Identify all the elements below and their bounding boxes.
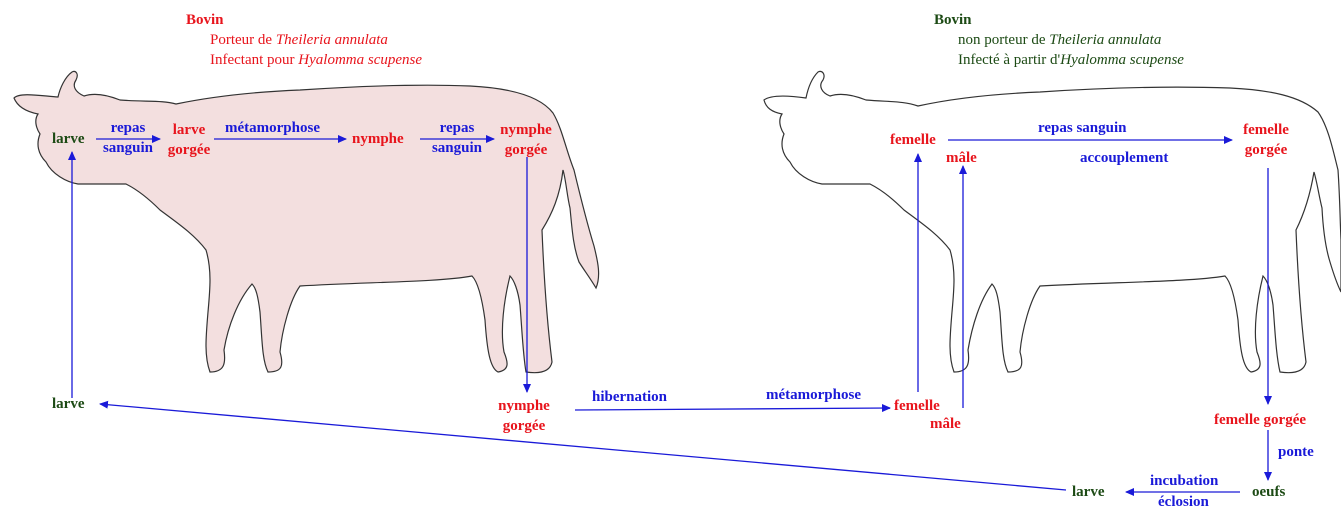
label-larve-host: larve <box>52 131 84 147</box>
left-host-title: Bovin <box>186 12 224 28</box>
label-ponte: ponte <box>1278 444 1314 460</box>
label-metamorphose-1: métamorphose <box>225 120 320 136</box>
label-eclosion: éclosion <box>1158 494 1209 510</box>
label-male-host: mâle <box>946 150 977 166</box>
label-hibernation: hibernation <box>592 389 667 405</box>
label-femelle-host: femelle <box>890 132 936 148</box>
left-host-line-1: Porteur de Theileria annulata <box>210 32 388 48</box>
label-larve-ground: larve <box>52 396 84 412</box>
label-oeufs: oeufs <box>1252 484 1285 500</box>
right-cow-silhouette <box>764 71 1341 372</box>
left-host-line-2: Infectant pour Hyalomma scupense <box>210 52 422 68</box>
right-host-line-1: non porteur de Theileria annulata <box>958 32 1161 48</box>
arrow-hibernation-metamorphose <box>575 408 890 410</box>
label-larve-end: larve <box>1072 484 1104 500</box>
label-repas-sanguin-adult: repas sanguin <box>1038 120 1127 136</box>
arrow-larve-return <box>100 404 1066 490</box>
left-cow-silhouette <box>14 71 599 372</box>
label-male-ground: mâle <box>930 416 961 432</box>
right-host-line-2: Infecté à partir d'Hyalomma scupense <box>958 52 1184 68</box>
label-nymphe: nymphe <box>352 131 404 147</box>
label-femelle-gorgee-ground: femelle gorgée <box>1214 412 1306 428</box>
label-metamorphose-2: métamorphose <box>766 387 861 403</box>
label-incubation: incubation <box>1150 473 1218 489</box>
label-femelle-ground: femelle <box>894 398 940 414</box>
label-accouplement: accouplement <box>1080 150 1168 166</box>
right-host-title: Bovin <box>934 12 972 28</box>
